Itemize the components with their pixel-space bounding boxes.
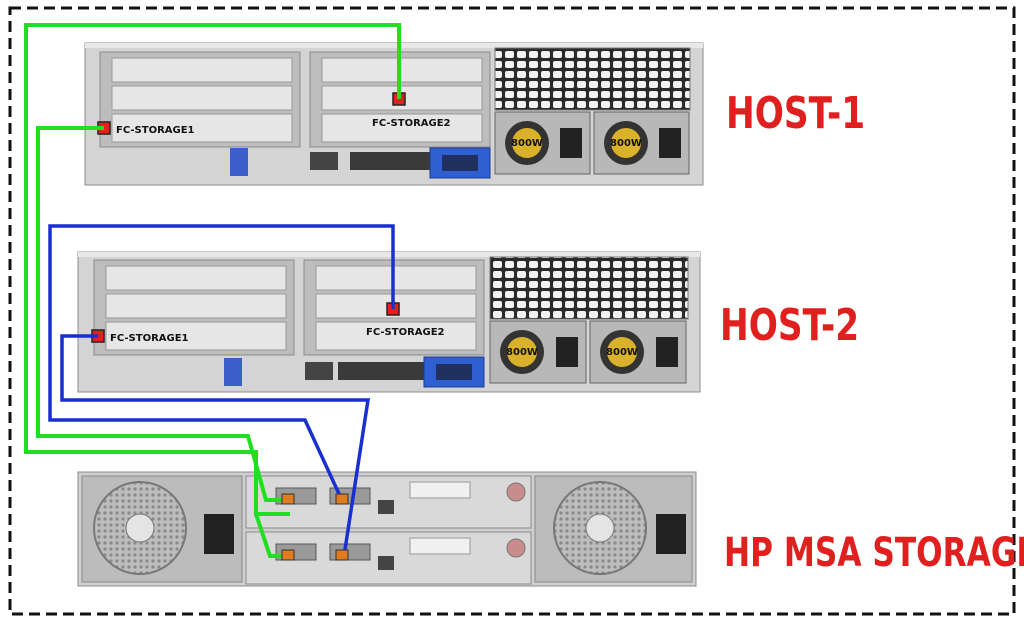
cable-blue-host2-fc1 xyxy=(60,334,371,557)
host2-server xyxy=(77,251,701,393)
host1-port2-label: FC-STORAGE2 xyxy=(372,118,451,129)
psu-rating-text: 800W xyxy=(511,138,543,149)
host1-port1-label: FC-STORAGE1 xyxy=(116,125,195,136)
psu-label-host2: 800W 800W xyxy=(506,347,638,358)
host2-label: HOST-2 xyxy=(720,300,860,351)
host2-port2-label: FC-STORAGE2 xyxy=(366,327,445,338)
host1-server xyxy=(84,42,704,186)
host1-label: HOST-1 xyxy=(726,88,866,139)
msa-port-a2[interactable] xyxy=(335,493,349,505)
psu-rating-text: 800W xyxy=(606,347,638,358)
psu-rating-text: 800W xyxy=(506,347,538,358)
msa-port-b2[interactable] xyxy=(335,549,349,561)
msa-storage-enclosure xyxy=(77,471,697,587)
dashed-border xyxy=(8,6,1016,616)
psu-label-host1: 800W 800W xyxy=(511,138,642,149)
msa-port-a1[interactable] xyxy=(281,493,295,505)
msa-port-b1[interactable] xyxy=(281,549,295,561)
cable-green-host1-fc1 xyxy=(36,126,290,502)
host2-port1-label: FC-STORAGE1 xyxy=(110,333,189,344)
psu-rating-text: 800W xyxy=(610,138,642,149)
cable-blue-host2-fc2 xyxy=(48,224,395,497)
storage-label: HP MSA STORAGE xyxy=(724,530,1024,576)
